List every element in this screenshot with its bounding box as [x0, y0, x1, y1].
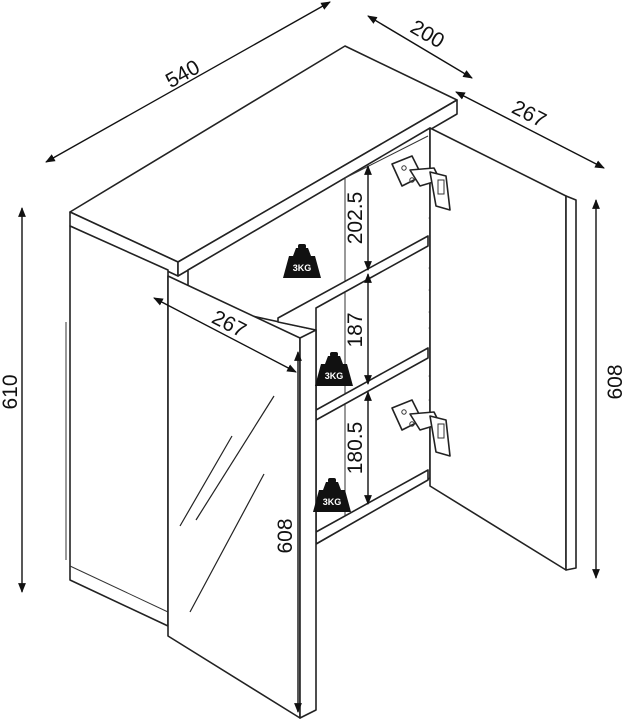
load-label-top: 3KG [293, 263, 312, 273]
weight-icon-top: 3KG [283, 244, 321, 278]
load-label-middle: 3KG [325, 371, 344, 381]
right-door [429, 127, 577, 571]
dimension-label-202-5: 202.5 [344, 192, 367, 245]
cabinet-left-side [69, 225, 169, 627]
left-door-edge [299, 329, 317, 719]
weight-icon-bottom: 3KG [313, 478, 351, 512]
dimension-left-door-height: 608 [274, 351, 302, 713]
dimension-shelf-spacing-bottom: 180.5 [344, 391, 372, 505]
dimension-right-door-height: 608 [592, 199, 627, 579]
right-door-panel [429, 127, 567, 571]
dimension-label-540: 540 [162, 56, 204, 93]
dimension-label-267-right: 267 [508, 96, 550, 132]
load-label-bottom: 3KG [323, 497, 342, 507]
dimension-label-608-right: 608 [604, 364, 627, 399]
dimension-label-610: 610 [0, 374, 22, 409]
weight-icon-middle: 3KG [315, 352, 353, 386]
hinge-upper [391, 155, 451, 211]
dimension-label-200: 200 [406, 16, 448, 53]
dimension-label-187: 187 [344, 312, 367, 347]
right-door-edge [565, 195, 577, 571]
left-door-panel [167, 275, 301, 719]
left-door [167, 275, 317, 719]
dimension-label-180-5: 180.5 [344, 422, 367, 475]
dimension-total-height: 610 [0, 207, 26, 593]
dimension-label-608-left: 608 [274, 518, 297, 553]
hinge-lower [391, 399, 451, 457]
dimension-shelf-spacing-middle: 187 [344, 273, 372, 385]
dimension-shelf-spacing-top: 202.5 [344, 165, 372, 271]
door-glass-reflection [179, 395, 275, 613]
